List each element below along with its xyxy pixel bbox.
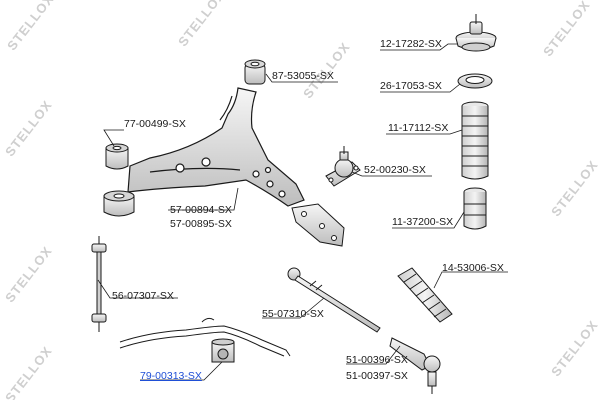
leader-55-07310	[262, 297, 325, 319]
tie-rod-end-part	[389, 337, 441, 394]
control-arm-part	[127, 87, 305, 207]
leader-51-00396	[346, 345, 401, 365]
stabilizer-link-part	[91, 236, 107, 332]
leader-79-00313	[140, 361, 223, 381]
part-label-56-07307: 56-07307-SX	[112, 290, 174, 302]
leader-12-17282	[380, 43, 458, 51]
part-label-55-07310: 55-07310-SX	[262, 308, 324, 320]
strut-bearing-part	[457, 73, 493, 89]
part-label-51-00396: 51-00396-SX	[346, 354, 408, 366]
part-label-51-00397: 51-00397-SX	[346, 370, 408, 382]
part-label-12-17282: 12-17282-SX	[380, 38, 442, 50]
bump-stop-part	[463, 187, 487, 230]
leader-56-07307	[97, 279, 178, 299]
leader-11-37200	[392, 211, 465, 229]
dust-boot-part	[461, 101, 489, 180]
arm-bushings-part	[103, 143, 135, 217]
part-label-52-00230: 52-00230-SX	[364, 164, 426, 176]
stabilizer-bushing-part	[211, 338, 235, 363]
leader-11-17112	[386, 129, 463, 135]
part-label-57-00895: 57-00895-SX	[170, 218, 232, 230]
leader-52-00230	[351, 171, 432, 177]
part-label-11-37200: 11-37200-SX	[392, 216, 454, 228]
stabilizer-bar-part	[119, 317, 291, 357]
upper-bushing-part	[244, 59, 266, 85]
part-label-26-17053: 26-17053-SX	[380, 80, 442, 92]
leader-26-17053	[380, 83, 461, 93]
part-label-77-00499: 77-00499-SX	[124, 118, 186, 130]
part-label-87-53055: 87-53055-SX	[272, 70, 334, 82]
part-link-79-00313[interactable]: 79-00313-SX	[140, 370, 202, 382]
leader-57-00894	[168, 187, 239, 211]
ball-joint-part	[325, 146, 361, 187]
leader-77-00499	[103, 129, 124, 147]
leader-14-53006	[433, 271, 508, 289]
leader-87-53055	[265, 73, 338, 83]
leader-lines	[97, 43, 508, 381]
part-label-11-17112: 11-17112-SX	[388, 122, 449, 134]
part-label-14-53006: 14-53006-SX	[442, 262, 504, 274]
part-label-57-00894: 57-00894-SX	[170, 204, 232, 216]
strut-mount-part	[455, 14, 497, 52]
arm-bracket-part	[291, 203, 345, 247]
tie-rod-part	[287, 267, 381, 333]
steering-boot-part	[397, 267, 453, 323]
